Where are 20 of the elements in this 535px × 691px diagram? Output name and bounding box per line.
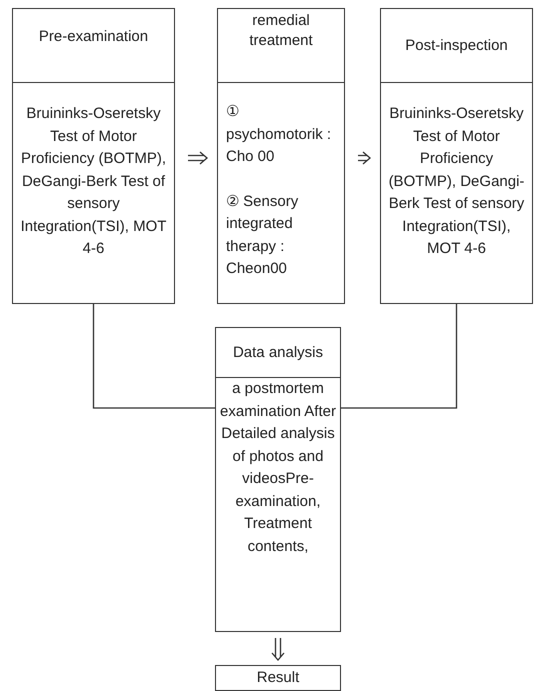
process-box	[12, 8, 175, 304]
box-heading: Post-inspection	[405, 36, 508, 56]
box-heading: Pre-examination	[38, 27, 148, 47]
process-box	[215, 665, 341, 691]
box-text: ② Sensory integrated therapy : Cheon00	[226, 192, 300, 279]
double-arrow	[271, 637, 285, 661]
process-box	[217, 8, 345, 304]
box-text: ① psychomotorik : Cho 00	[226, 102, 332, 167]
box-text: a postmortem examination After Detailed analysis of photos and videosPre-examination, Treatment contents,	[220, 379, 336, 556]
box-text: Bruininks-Oseretsky Test of Motor Proficiency (BOTMP), DeGangi-Berk Test of sensory Integration(TSI), MOT 4-6	[20, 104, 168, 259]
double-arrow	[187, 151, 208, 165]
box-heading: Data analysis	[232, 342, 324, 362]
process-box	[380, 8, 533, 304]
process-box	[215, 327, 341, 632]
box-heading: remedial treatment	[248, 11, 314, 51]
connector-line	[341, 304, 458, 409]
box-text: Bruininks-Oseretsky Test of Motor Proficiency (BOTMP), DeGangi-Berk Test of sensory Integration(TSI), MOT 4-6	[388, 104, 526, 259]
double-arrow	[357, 151, 371, 165]
box-heading: Result	[256, 668, 300, 688]
connector-line	[92, 304, 215, 409]
